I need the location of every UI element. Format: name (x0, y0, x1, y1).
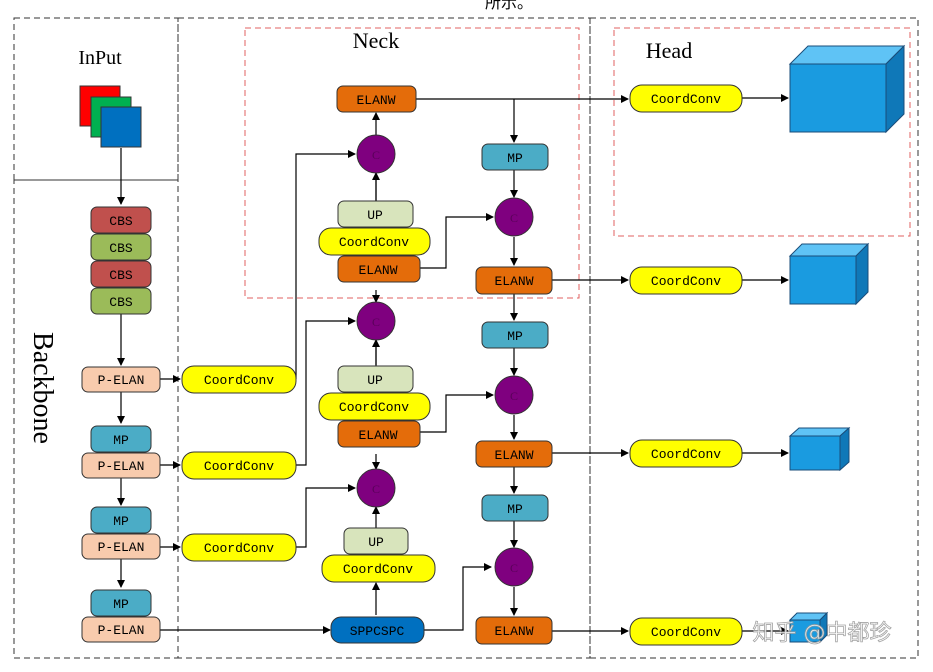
mp-block: MP (90, 425, 152, 453)
coordconv-label: CoordConv (339, 400, 409, 415)
cbs-label: CBS (109, 214, 133, 229)
concat-node: C (494, 375, 534, 415)
coordconv-block: CoordConv (321, 554, 436, 583)
coordconv-block: CoordConv (181, 365, 297, 394)
elanw-block: ELANW (475, 266, 553, 295)
cbs-block: CBS (90, 233, 152, 261)
elanw-label: ELANW (494, 624, 533, 639)
concat-node: C (356, 468, 396, 508)
concat-label: C (372, 482, 380, 496)
mp-block: MP (481, 494, 549, 522)
up-label: UP (367, 208, 383, 223)
coordconv-label: CoordConv (204, 459, 274, 474)
mp-label: MP (507, 329, 523, 344)
p-elan-label: P-ELAN (98, 623, 145, 638)
coordconv-label: CoordConv (204, 373, 274, 388)
concat-node: C (356, 301, 396, 341)
neck-title: Neck (353, 28, 399, 53)
coordconv-label: CoordConv (343, 562, 413, 577)
p-elan-label: P-ELAN (98, 373, 145, 388)
output-cube-small (788, 426, 851, 472)
concat-label: C (510, 211, 518, 225)
input-image-icon (79, 85, 142, 148)
output-cube-tiny (788, 611, 829, 644)
elanw-label: ELANW (494, 448, 533, 463)
coordconv-label: CoordConv (651, 274, 721, 289)
backbone-title: Backbone (27, 332, 58, 444)
cbs-block: CBS (90, 206, 152, 234)
elanw-block: ELANW (337, 420, 421, 448)
concat-label: C (372, 315, 380, 329)
p-elan-block: P-ELAN (81, 616, 161, 643)
concat-node: C (494, 197, 534, 237)
p-elan-label: P-ELAN (98, 540, 145, 555)
coordconv-label: CoordConv (651, 92, 721, 107)
output-cube-medium (788, 242, 870, 306)
up-block: UP (337, 365, 414, 393)
output-cube-large (788, 44, 906, 134)
p-elan-block: P-ELAN (81, 366, 161, 393)
elanw-label: ELANW (494, 274, 533, 289)
sppcspc-block: SPPCSPC (330, 616, 425, 644)
mp-label: MP (113, 597, 129, 612)
concat-node: C (356, 134, 396, 174)
neck-highlight-region (244, 27, 580, 299)
head-title: Head (646, 38, 692, 63)
mp-label: MP (507, 502, 523, 517)
concat-label: C (510, 389, 518, 403)
coordconv-block: CoordConv (181, 451, 297, 480)
cbs-label: CBS (109, 241, 133, 256)
head-outer-region (589, 17, 919, 659)
p-elan-block: P-ELAN (81, 533, 161, 560)
elanw-block: ELANW (475, 616, 553, 645)
coordconv-block: CoordConv (318, 227, 431, 256)
up-block: UP (337, 200, 414, 228)
mp-block: MP (481, 143, 549, 171)
cbs-label: CBS (109, 268, 133, 283)
sppcspc-label: SPPCSPC (350, 624, 405, 639)
coordconv-block: CoordConv (318, 392, 431, 421)
elanw-block: ELANW (336, 85, 417, 113)
mp-label: MP (113, 433, 129, 448)
coordconv-block: CoordConv (629, 439, 743, 468)
cbs-block: CBS (90, 260, 152, 288)
mp-label: MP (507, 151, 523, 166)
input-title: InPut (78, 47, 122, 69)
watermark-text: 知乎 @中都珍 (753, 621, 892, 646)
mp-block: MP (90, 506, 152, 534)
elanw-label: ELANW (356, 93, 395, 108)
coordconv-block: CoordConv (181, 533, 297, 562)
up-label: UP (368, 535, 384, 550)
coordconv-block: CoordConv (629, 266, 743, 295)
coordconv-label: CoordConv (651, 625, 721, 640)
coordconv-block: CoordConv (629, 617, 743, 646)
p-elan-block: P-ELAN (81, 452, 161, 479)
p-elan-label: P-ELAN (98, 459, 145, 474)
mp-label: MP (113, 514, 129, 529)
coordconv-block: CoordConv (629, 84, 743, 113)
elanw-block: ELANW (337, 255, 421, 283)
cbs-block: CBS (90, 287, 152, 315)
top-text-fragment: 所示。 (485, 0, 533, 12)
up-label: UP (367, 373, 383, 388)
mp-block: MP (90, 589, 152, 617)
cbs-label: CBS (109, 295, 133, 310)
head-highlight-region (613, 27, 911, 237)
concat-node: C (494, 547, 534, 587)
coordconv-label: CoordConv (339, 235, 409, 250)
coordconv-label: CoordConv (204, 541, 274, 556)
coordconv-label: CoordConv (651, 447, 721, 462)
concat-label: C (510, 561, 518, 575)
elanw-block: ELANW (475, 440, 553, 468)
mp-block: MP (481, 321, 549, 349)
elanw-label: ELANW (358, 263, 397, 278)
concat-label: C (372, 148, 380, 162)
up-block: UP (343, 527, 409, 555)
elanw-label: ELANW (358, 428, 397, 443)
